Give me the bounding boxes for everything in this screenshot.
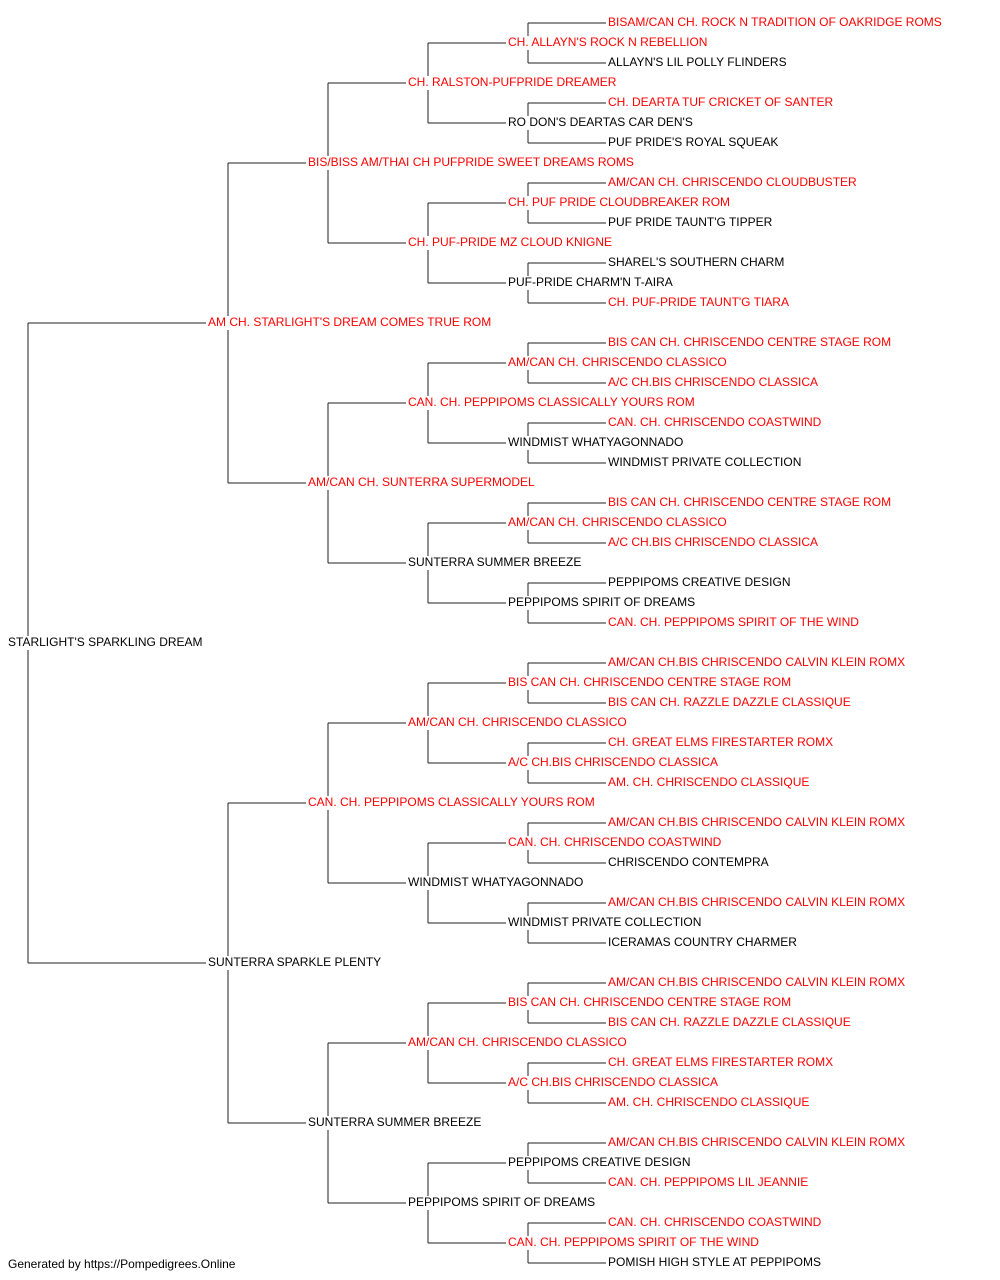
ancestor-name[interactable]: BIS CAN CH. CHRISCENDO CENTRE STAGE ROM: [508, 675, 791, 689]
ancestor-name[interactable]: CAN. CH. PEPPIPOMS CLASSICALLY YOURS ROM: [308, 795, 595, 809]
ancestor-name[interactable]: WINDMIST WHATYAGONNADO: [408, 875, 583, 889]
ancestor-name[interactable]: AM/CAN CH.BIS CHRISCENDO CALVIN KLEIN RO…: [608, 975, 905, 989]
ancestor-name[interactable]: AM/CAN CH. CHRISCENDO CLASSICO: [408, 715, 627, 729]
ancestor-name[interactable]: CHRISCENDO CONTEMPRA: [608, 855, 769, 869]
ancestor-name[interactable]: CH. PUF-PRIDE TAUNT'G TIARA: [608, 295, 789, 309]
ancestor-name[interactable]: AM/CAN CH. SUNTERRA SUPERMODEL: [308, 475, 535, 489]
ancestor-name[interactable]: PEPPIPOMS SPIRIT OF DREAMS: [508, 595, 695, 609]
ancestor-name[interactable]: POMISH HIGH STYLE AT PEPPIPOMS: [608, 1255, 821, 1269]
ancestor-name[interactable]: AM/CAN CH.BIS CHRISCENDO CALVIN KLEIN RO…: [608, 895, 905, 909]
ancestor-name[interactable]: CAN. CH. PEPPIPOMS SPIRIT OF THE WIND: [508, 1235, 759, 1249]
ancestor-name[interactable]: SUNTERRA SUMMER BREEZE: [408, 555, 581, 569]
ancestor-name[interactable]: AM CH. STARLIGHT'S DREAM COMES TRUE ROM: [208, 315, 491, 329]
ancestor-name[interactable]: AM/CAN CH. CHRISCENDO CLASSICO: [508, 515, 727, 529]
ancestor-name[interactable]: CAN. CH. CHRISCENDO COASTWIND: [608, 1215, 822, 1229]
ancestor-name[interactable]: AM. CH. CHRISCENDO CLASSIQUE: [608, 775, 809, 789]
ancestor-name[interactable]: PEPPIPOMS SPIRIT OF DREAMS: [408, 1195, 595, 1209]
ancestor-name[interactable]: A/C CH.BIS CHRISCENDO CLASSICA: [608, 535, 818, 549]
ancestor-name[interactable]: AM/CAN CH.BIS CHRISCENDO CALVIN KLEIN RO…: [608, 815, 905, 829]
ancestor-name[interactable]: BIS/BISS AM/THAI CH PUFPRIDE SWEET DREAM…: [308, 155, 634, 169]
ancestor-name[interactable]: AM/CAN CH.BIS CHRISCENDO CALVIN KLEIN RO…: [608, 1135, 905, 1149]
ancestor-name[interactable]: CH. ALLAYN'S ROCK N REBELLION: [508, 35, 707, 49]
ancestor-name[interactable]: A/C CH.BIS CHRISCENDO CLASSICA: [508, 755, 718, 769]
ancestor-name[interactable]: CH. RALSTON-PUFPRIDE DREAMER: [408, 75, 617, 89]
ancestor-name[interactable]: BIS CAN CH. CHRISCENDO CENTRE STAGE ROM: [508, 995, 791, 1009]
ancestor-name[interactable]: AM/CAN CH.BIS CHRISCENDO CALVIN KLEIN RO…: [608, 655, 905, 669]
ancestor-name[interactable]: CAN. CH. PEPPIPOMS SPIRIT OF THE WIND: [608, 615, 859, 629]
ancestor-name[interactable]: AM/CAN CH. CHRISCENDO CLASSICO: [508, 355, 727, 369]
ancestor-name[interactable]: ICERAMAS COUNTRY CHARMER: [608, 935, 797, 949]
ancestor-name[interactable]: SUNTERRA SPARKLE PLENTY: [208, 955, 381, 969]
ancestor-name[interactable]: BIS CAN CH. RAZZLE DAZZLE CLASSIQUE: [608, 695, 851, 709]
ancestor-name[interactable]: CAN. CH. CHRISCENDO COASTWIND: [608, 415, 822, 429]
ancestor-name[interactable]: CAN. CH. PEPPIPOMS LIL JEANNIE: [608, 1175, 808, 1189]
ancestor-name[interactable]: PUF PRIDE'S ROYAL SQUEAK: [608, 135, 778, 149]
ancestor-name[interactable]: CH. PUF PRIDE CLOUDBREAKER ROM: [508, 195, 730, 209]
ancestor-name[interactable]: BIS CAN CH. CHRISCENDO CENTRE STAGE ROM: [608, 495, 891, 509]
ancestor-name[interactable]: SUNTERRA SUMMER BREEZE: [308, 1115, 481, 1129]
ancestor-name[interactable]: CH. DEARTA TUF CRICKET OF SANTER: [608, 95, 833, 109]
ancestor-name[interactable]: WINDMIST PRIVATE COLLECTION: [608, 455, 801, 469]
ancestor-name[interactable]: PEPPIPOMS CREATIVE DESIGN: [508, 1155, 690, 1169]
ancestor-name[interactable]: PUF PRIDE TAUNT'G TIPPER: [608, 215, 773, 229]
ancestor-name[interactable]: CH. GREAT ELMS FIRESTARTER ROMX: [608, 735, 833, 749]
ancestor-name[interactable]: CH. GREAT ELMS FIRESTARTER ROMX: [608, 1055, 833, 1069]
ancestor-name[interactable]: WINDMIST WHATYAGONNADO: [508, 435, 683, 449]
ancestor-name[interactable]: AM/CAN CH. CHRISCENDO CLASSICO: [408, 1035, 627, 1049]
ancestor-name[interactable]: CH. PUF-PRIDE MZ CLOUD KNIGNE: [408, 235, 612, 249]
ancestor-name[interactable]: BIS CAN CH. CHRISCENDO CENTRE STAGE ROM: [608, 335, 891, 349]
ancestor-name[interactable]: WINDMIST PRIVATE COLLECTION: [508, 915, 701, 929]
footer-credit: Generated by https://Pompedigrees.Online: [8, 1257, 236, 1271]
ancestor-name[interactable]: RO DON'S DEARTAS CAR DEN'S: [508, 115, 693, 129]
subject-dog-name[interactable]: STARLIGHT'S SPARKLING DREAM: [8, 635, 203, 649]
ancestor-name[interactable]: BIS CAN CH. RAZZLE DAZZLE CLASSIQUE: [608, 1015, 851, 1029]
ancestor-name[interactable]: PUF-PRIDE CHARM'N T-AIRA: [508, 275, 673, 289]
ancestor-name[interactable]: SHAREL'S SOUTHERN CHARM: [608, 255, 784, 269]
ancestor-name[interactable]: A/C CH.BIS CHRISCENDO CLASSICA: [508, 1075, 718, 1089]
ancestor-name[interactable]: CAN. CH. PEPPIPOMS CLASSICALLY YOURS ROM: [408, 395, 695, 409]
ancestor-name[interactable]: BISAM/CAN CH. ROCK N TRADITION OF OAKRID…: [608, 15, 942, 29]
ancestor-name[interactable]: AM. CH. CHRISCENDO CLASSIQUE: [608, 1095, 809, 1109]
ancestor-name[interactable]: ALLAYN'S LIL POLLY FLINDERS: [608, 55, 787, 69]
ancestor-name[interactable]: A/C CH.BIS CHRISCENDO CLASSICA: [608, 375, 818, 389]
ancestor-name[interactable]: PEPPIPOMS CREATIVE DESIGN: [608, 575, 790, 589]
ancestor-name[interactable]: AM/CAN CH. CHRISCENDO CLOUDBUSTER: [608, 175, 857, 189]
ancestor-name[interactable]: CAN. CH. CHRISCENDO COASTWIND: [508, 835, 722, 849]
